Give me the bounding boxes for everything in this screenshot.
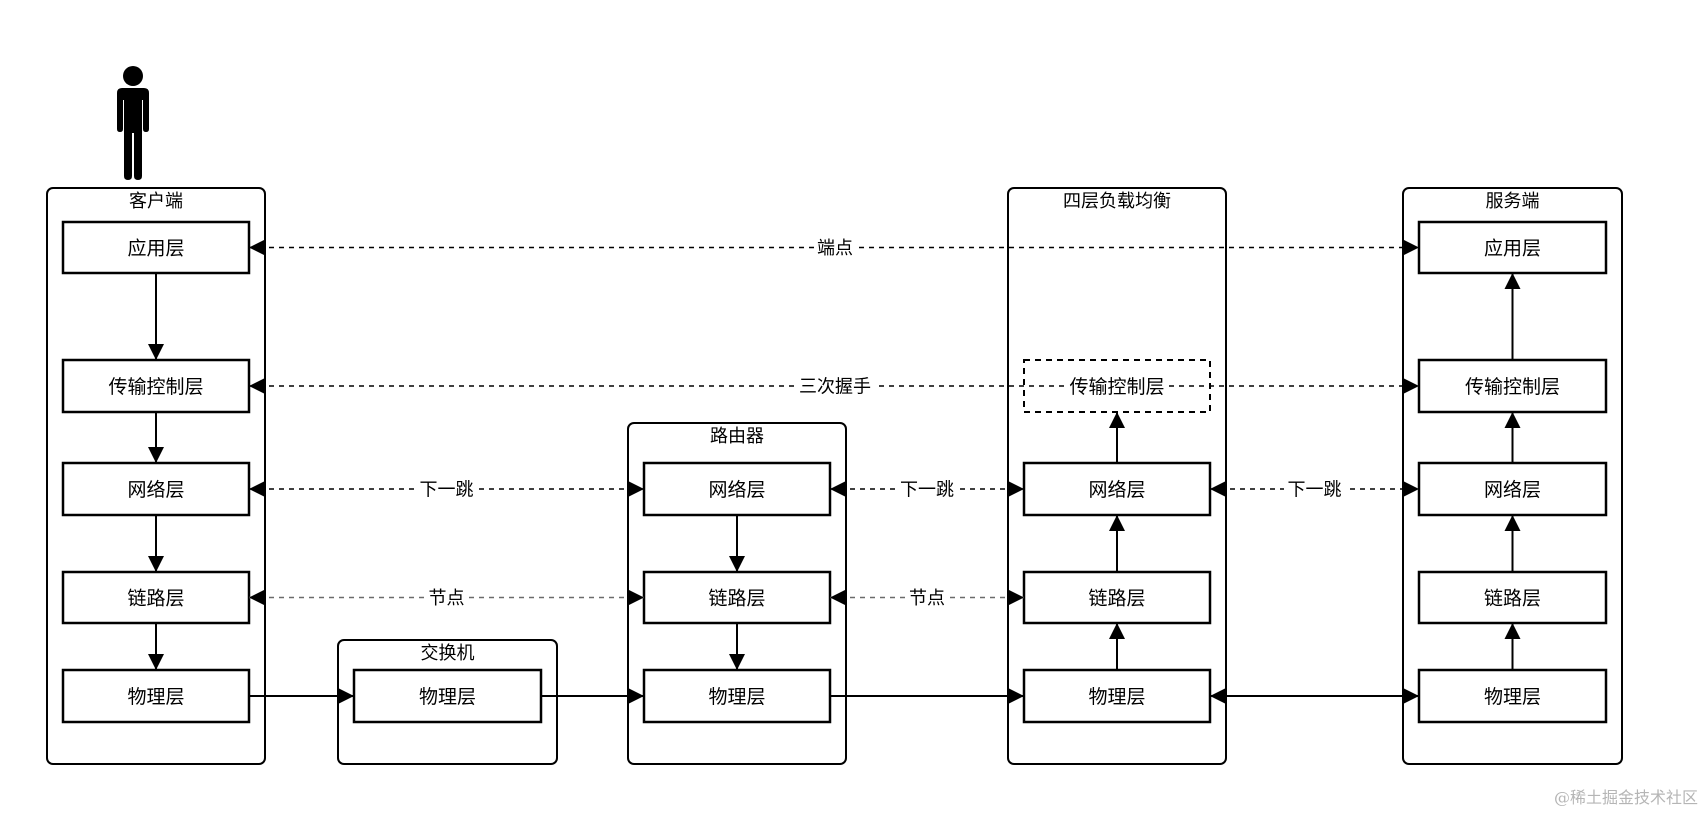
router-layer-link: 链路层: [642, 570, 832, 625]
client-layer-network: 网络层: [61, 461, 251, 517]
connection-label-bg: [1284, 478, 1345, 500]
client-app-box: [61, 220, 251, 275]
container-lb: 四层负载均衡传输控制层网络层链路层物理层: [1007, 187, 1227, 765]
connection-label-bg: [896, 478, 958, 500]
lb-link-label: 链路层: [1088, 588, 1145, 610]
router-title: 路由器: [710, 426, 764, 447]
server-network-box: [1417, 461, 1608, 517]
connection-label: 节点: [429, 588, 465, 609]
router-link-label: 链路层: [708, 588, 765, 610]
lb-transport-label-bg: [1067, 375, 1167, 397]
connection-label: 节点: [909, 588, 945, 609]
lb-layer-network: 网络层: [1022, 461, 1212, 517]
lb-layer-link: 链路层: [1022, 570, 1212, 625]
server-title: 服务端: [1486, 191, 1540, 212]
server-layer-transport: 传输控制层: [1417, 358, 1608, 414]
client-layer-link: 链路层: [61, 570, 251, 625]
server-physical-label: 物理层: [1484, 686, 1541, 708]
lb-physical-label: 物理层: [1088, 686, 1145, 708]
client-network-label: 网络层: [127, 479, 184, 501]
server-transport-label: 传输控制层: [1465, 376, 1560, 398]
server-layer-network: 网络层: [1417, 461, 1608, 517]
server-layer-app: 应用层: [1417, 220, 1608, 275]
client-physical-label: 物理层: [127, 686, 184, 708]
connection-label: 下一跳: [900, 480, 954, 501]
lb-physical-box: [1022, 668, 1212, 724]
switch-layer-physical: 物理层: [352, 668, 543, 724]
router-layer-network: 网络层: [642, 461, 832, 517]
client-network-box: [61, 461, 251, 517]
client-link-label: 链路层: [127, 588, 184, 610]
connection-label-bg: [416, 478, 477, 500]
router-network-label: 网络层: [708, 479, 765, 501]
person-icon: [117, 66, 149, 180]
connection-label-bg: [906, 586, 948, 609]
connection-label: 下一跳: [1288, 480, 1342, 501]
server-network-label: 网络层: [1484, 479, 1541, 501]
connection-label-bg: [795, 375, 875, 397]
client-layer-physical: 物理层: [61, 668, 251, 724]
watermark: @稀土掘金技术社区: [1553, 788, 1698, 807]
connection-label: 端点: [817, 238, 853, 259]
connection-label: 三次握手: [799, 377, 871, 398]
connection-label-bg: [814, 236, 856, 259]
switch-title: 交换机: [421, 643, 475, 664]
server-physical-box: [1417, 668, 1608, 724]
client-app-label: 应用层: [127, 238, 184, 260]
server-app-label: 应用层: [1484, 238, 1541, 260]
lb-network-label: 网络层: [1088, 479, 1145, 501]
server-layer-link: 链路层: [1417, 570, 1608, 625]
client-title: 客户端: [129, 191, 183, 212]
router-physical-box: [642, 668, 832, 724]
lb-title: 四层负载均衡: [1063, 191, 1171, 212]
client-layer-app: 应用层: [61, 220, 251, 275]
server-app-box: [1417, 220, 1608, 275]
server-link-label: 链路层: [1484, 588, 1541, 610]
connection-label-bg: [425, 586, 468, 609]
connection-label: 下一跳: [420, 480, 474, 501]
client-layer-transport: 传输控制层: [61, 358, 251, 414]
router-physical-label: 物理层: [708, 686, 765, 708]
lb-layer-physical: 物理层: [1022, 668, 1212, 724]
client-transport-label: 传输控制层: [108, 376, 203, 398]
router-layer-physical: 物理层: [642, 668, 832, 724]
server-layer-physical: 物理层: [1417, 668, 1608, 724]
lb-transport-label-overlay: 传输控制层: [1069, 376, 1164, 398]
switch-physical-label: 物理层: [419, 686, 476, 708]
server-transport-box: [1417, 358, 1608, 414]
